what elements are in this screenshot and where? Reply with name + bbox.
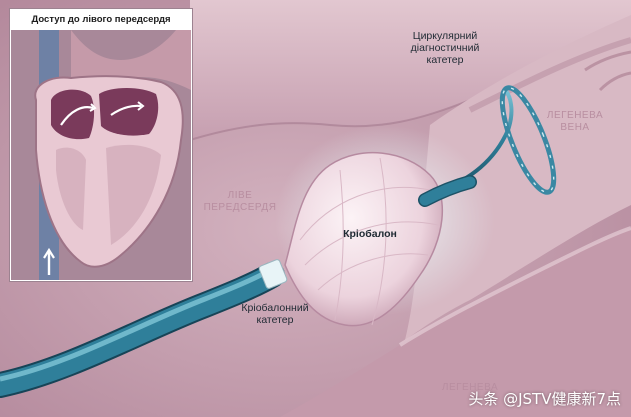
inset-title: Доступ до лівого передсердя [11,10,191,30]
cryoballoon-catheter-label: Кріобалонний катетер [241,302,309,327]
upper-atrial-wall [190,0,631,140]
cryoballoon-label: Кріобалон [343,228,397,240]
pulmonary-vein-label: ЛЕГЕНЕВА ВЕНА [546,110,604,133]
left-atrium-label: ЛІВЕ ПЕРЕДСЕРДЯ [203,190,277,213]
watermark: 头条 @JSTV健康新7点 [468,390,621,408]
inset-heart-diagram: Доступ до лівого передсердя [10,9,192,281]
cryoballoon [284,152,443,327]
arrow-up-icon [43,247,55,275]
pulmonary-vein-bottom-label: ЛЕГЕНЕВА [441,382,499,393]
inset-heart-illustration [11,30,191,280]
circular-catheter-label: Циркулярний діагностичний катетер [410,30,480,67]
cryoballoon-catheter [0,259,288,398]
lower-atrial-wall [280,228,631,417]
right-atrium-chamber [51,89,95,140]
left-atrium-chamber [99,88,159,136]
